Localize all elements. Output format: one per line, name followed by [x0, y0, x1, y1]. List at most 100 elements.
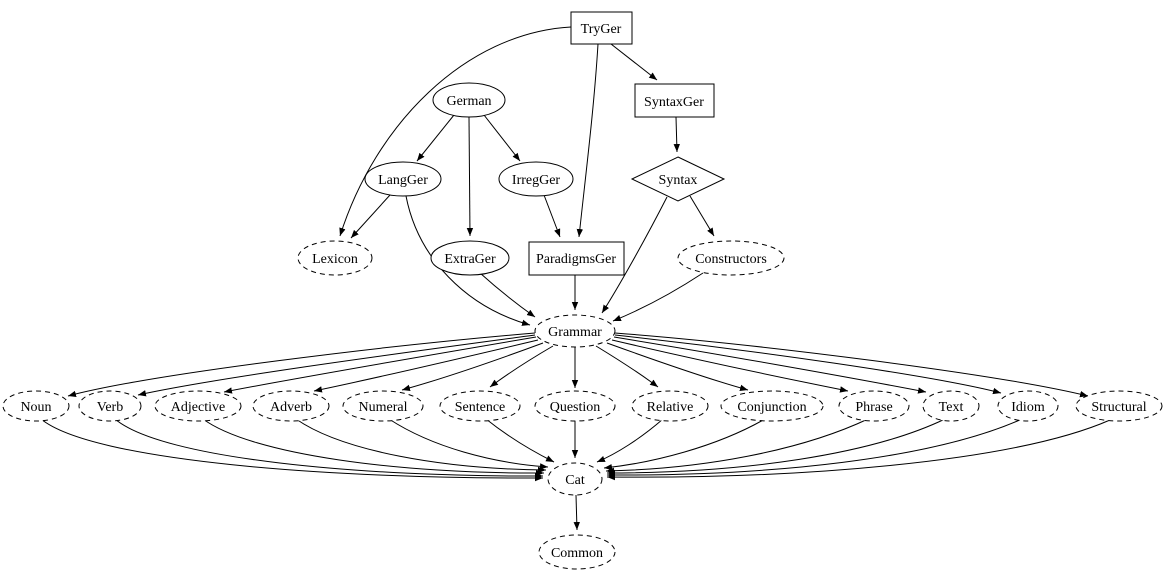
edge-Grammar-Conjunction: [606, 342, 749, 391]
node-label-Cat: Cat: [565, 473, 585, 488]
edge-Conjunction-Cat: [603, 418, 766, 471]
edge-layer: [40, 26, 1111, 531]
node-Cat: Cat: [547, 462, 603, 496]
node-label-Phrase: Phrase: [855, 400, 892, 415]
node-shape-Adjective: [154, 390, 242, 422]
edge-Grammar-Structural: [614, 332, 1089, 398]
node-label-Adjective: Adjective: [171, 400, 225, 415]
edge-Verb-Cat: [114, 418, 544, 480]
node-label-Idiom: Idiom: [1011, 400, 1045, 415]
node-shape-Constructors: [677, 240, 785, 276]
edge-ExtraGer-Grammar: [479, 272, 536, 318]
node-label-Text: Text: [939, 400, 964, 415]
edge-TryGer-ParadigmsGer: [576, 43, 599, 238]
node-Conjunction: Conjunction: [720, 390, 824, 422]
node-shape-Relative: [631, 390, 709, 422]
edge-Numeral-Cat: [388, 418, 549, 470]
node-shape-Sentence: [439, 390, 521, 422]
node-shape-ExtraGer: [430, 240, 510, 276]
node-TryGer: TryGer: [570, 11, 633, 45]
node-Relative: Relative: [631, 390, 709, 422]
edge-Sentence-Cat: [485, 418, 555, 463]
node-label-Relative: Relative: [647, 400, 694, 415]
node-label-Constructors: Constructors: [695, 252, 767, 267]
edge-Relative-Cat: [596, 418, 664, 463]
node-shape-TryGer: [570, 11, 633, 45]
edge-Grammar-Verb: [137, 334, 536, 397]
node-label-Verb: Verb: [97, 400, 123, 415]
edge-Structural-Cat: [606, 419, 1111, 481]
node-shape-Lexicon: [297, 240, 373, 276]
node-shape-Text: [922, 390, 980, 422]
edge-Text-Cat: [606, 418, 946, 477]
node-label-Syntax: Syntax: [659, 173, 698, 188]
edge-Grammar-Sentence: [489, 345, 554, 388]
node-label-IrregGer: IrregGer: [512, 173, 561, 188]
node-shape-IrregGer: [498, 161, 574, 197]
node-Adjective: Adjective: [154, 390, 242, 422]
edge-LangGer-Grammar: [405, 195, 531, 326]
node-label-Conjunction: Conjunction: [737, 400, 806, 415]
edge-Grammar-Relative: [595, 345, 659, 388]
node-layer: TryGer German SyntaxGer LangGer IrregGer…: [2, 11, 1163, 570]
node-shape-Grammar: [534, 314, 616, 348]
node-label-ExtraGer: ExtraGer: [444, 252, 496, 267]
node-shape-Idiom: [997, 390, 1059, 422]
edge-Grammar-Noun: [67, 332, 536, 398]
edge-Grammar-Idiom: [614, 334, 1002, 395]
node-Adverb: Adverb: [252, 390, 330, 422]
node-SyntaxGer: SyntaxGer: [634, 83, 715, 118]
node-German: German: [432, 82, 506, 118]
node-Lexicon: Lexicon: [297, 240, 373, 276]
node-label-ParadigmsGer: ParadigmsGer: [536, 252, 616, 267]
edge-SyntaxGer-Syntax: [673, 116, 680, 153]
edge-Noun-Cat: [40, 418, 544, 482]
node-shape-Question: [534, 390, 616, 422]
edge-Syntax-Grammar: [601, 196, 668, 314]
node-IrregGer: IrregGer: [498, 161, 574, 197]
node-shape-Cat: [547, 462, 603, 496]
node-label-SyntaxGer: SyntaxGer: [644, 95, 704, 110]
node-label-Structural: Structural: [1091, 400, 1146, 415]
node-label-LangGer: LangGer: [378, 173, 428, 188]
node-label-Noun: Noun: [20, 400, 51, 415]
node-ExtraGer: ExtraGer: [430, 240, 510, 276]
edge-Phrase-Cat: [605, 418, 869, 475]
edge-German-LangGer: [416, 114, 455, 162]
edge-Grammar-Phrase: [611, 339, 849, 393]
node-Sentence: Sentence: [439, 390, 521, 422]
node-Grammar: Grammar: [534, 314, 616, 348]
node-Phrase: Phrase: [838, 390, 910, 422]
node-shape-Numeral: [342, 390, 424, 422]
edge-LangGer-Lexicon: [350, 194, 391, 239]
node-ParadigmsGer: ParadigmsGer: [528, 241, 625, 276]
edge-Grammar-Numeral: [401, 342, 544, 391]
node-shape-Conjunction: [720, 390, 824, 422]
node-Numeral: Numeral: [342, 390, 424, 422]
node-Syntax: Syntax: [630, 156, 726, 202]
edge-Grammar-Text: [613, 336, 927, 394]
edge-German-ExtraGer: [466, 116, 474, 237]
node-label-Question: Question: [550, 400, 601, 415]
node-Structural: Structural: [1075, 390, 1163, 422]
node-Text: Text: [922, 390, 980, 422]
node-Noun: Noun: [2, 390, 70, 422]
node-shape-Noun: [2, 390, 70, 422]
node-shape-Phrase: [838, 390, 910, 422]
node-shape-Common: [538, 534, 616, 570]
node-LangGer: LangGer: [364, 161, 442, 197]
edge-Grammar-Adverb: [313, 339, 539, 393]
node-label-TryGer: TryGer: [581, 22, 622, 37]
edge-TryGer-SyntaxGer: [610, 43, 658, 81]
edge-Adverb-Cat: [295, 418, 547, 474]
edge-TryGer-Lexicon: [339, 26, 572, 237]
edge-Idiom-Cat: [606, 418, 1023, 479]
node-Constructors: Constructors: [677, 240, 785, 276]
node-Verb: Verb: [78, 390, 142, 422]
node-label-Numeral: Numeral: [359, 400, 408, 415]
node-shape-Structural: [1075, 390, 1163, 422]
node-label-Adverb: Adverb: [270, 400, 312, 415]
node-label-German: German: [446, 94, 491, 109]
edge-IrregGer-ParadigmsGer: [543, 194, 561, 238]
